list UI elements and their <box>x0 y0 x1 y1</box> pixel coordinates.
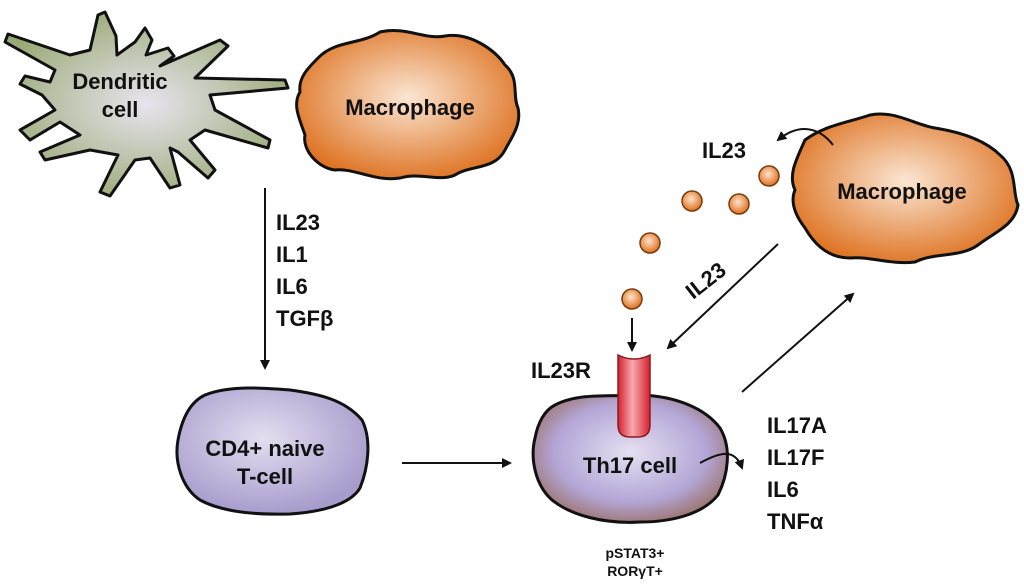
cd4-label: CD4+ naive T-cell <box>190 435 340 491</box>
cytokine-in: TGFβ <box>276 306 334 331</box>
cd4-label-line2: T-cell <box>236 464 294 489</box>
cytokine-out: IL6 <box>767 477 799 502</box>
cd4-naive-t-cell <box>175 386 370 516</box>
th17-label: Th17 cell <box>582 453 678 478</box>
dendritic-label: Dendritic cell <box>70 68 170 124</box>
cytokine-out: IL17A <box>767 413 827 438</box>
arrow-th17-secretion <box>699 452 745 470</box>
arrow-macrophage-release <box>776 128 834 146</box>
il23-particle <box>639 232 661 254</box>
cytokine-out: IL17F <box>767 445 825 470</box>
il23-receptor <box>617 353 651 438</box>
marker-rorgt: RORγT+ <box>607 563 663 579</box>
il23r-label: IL23R <box>531 358 591 383</box>
cytokine-in: IL6 <box>276 274 308 299</box>
th17-markers: pSTAT3+ RORγT+ <box>585 544 685 580</box>
cytokine-out: TNFα <box>767 509 824 534</box>
il23-particle <box>681 190 703 212</box>
arrow-macrophage-to-receptor <box>666 243 779 350</box>
macrophage-right-label: Macrophage <box>837 179 967 204</box>
cytokine-in: IL1 <box>276 242 308 267</box>
macrophage-top <box>295 29 521 181</box>
cytokines-in-list: IL23 IL1 IL6 TGFβ <box>276 207 333 335</box>
il23-particle <box>621 288 643 310</box>
macrophage-top-label: Macrophage <box>345 95 475 120</box>
macrophage-right <box>790 112 1020 265</box>
cd4-label-line1: CD4+ naive <box>205 436 325 461</box>
il23-top-label: IL23 <box>702 138 747 163</box>
arrow-th17-to-macrophage <box>741 292 855 393</box>
dendritic-label-line2: cell <box>101 97 139 122</box>
cytokine-in: IL23 <box>276 210 321 235</box>
cytokines-out-list: IL17A IL17F IL6 TNFα <box>767 410 827 538</box>
il23-particle <box>728 193 750 215</box>
dendritic-label-line1: Dendritic <box>72 69 168 94</box>
dendritic-cell <box>3 10 290 198</box>
il23-particle <box>758 165 780 187</box>
marker-pstat3: pSTAT3+ <box>605 545 665 561</box>
